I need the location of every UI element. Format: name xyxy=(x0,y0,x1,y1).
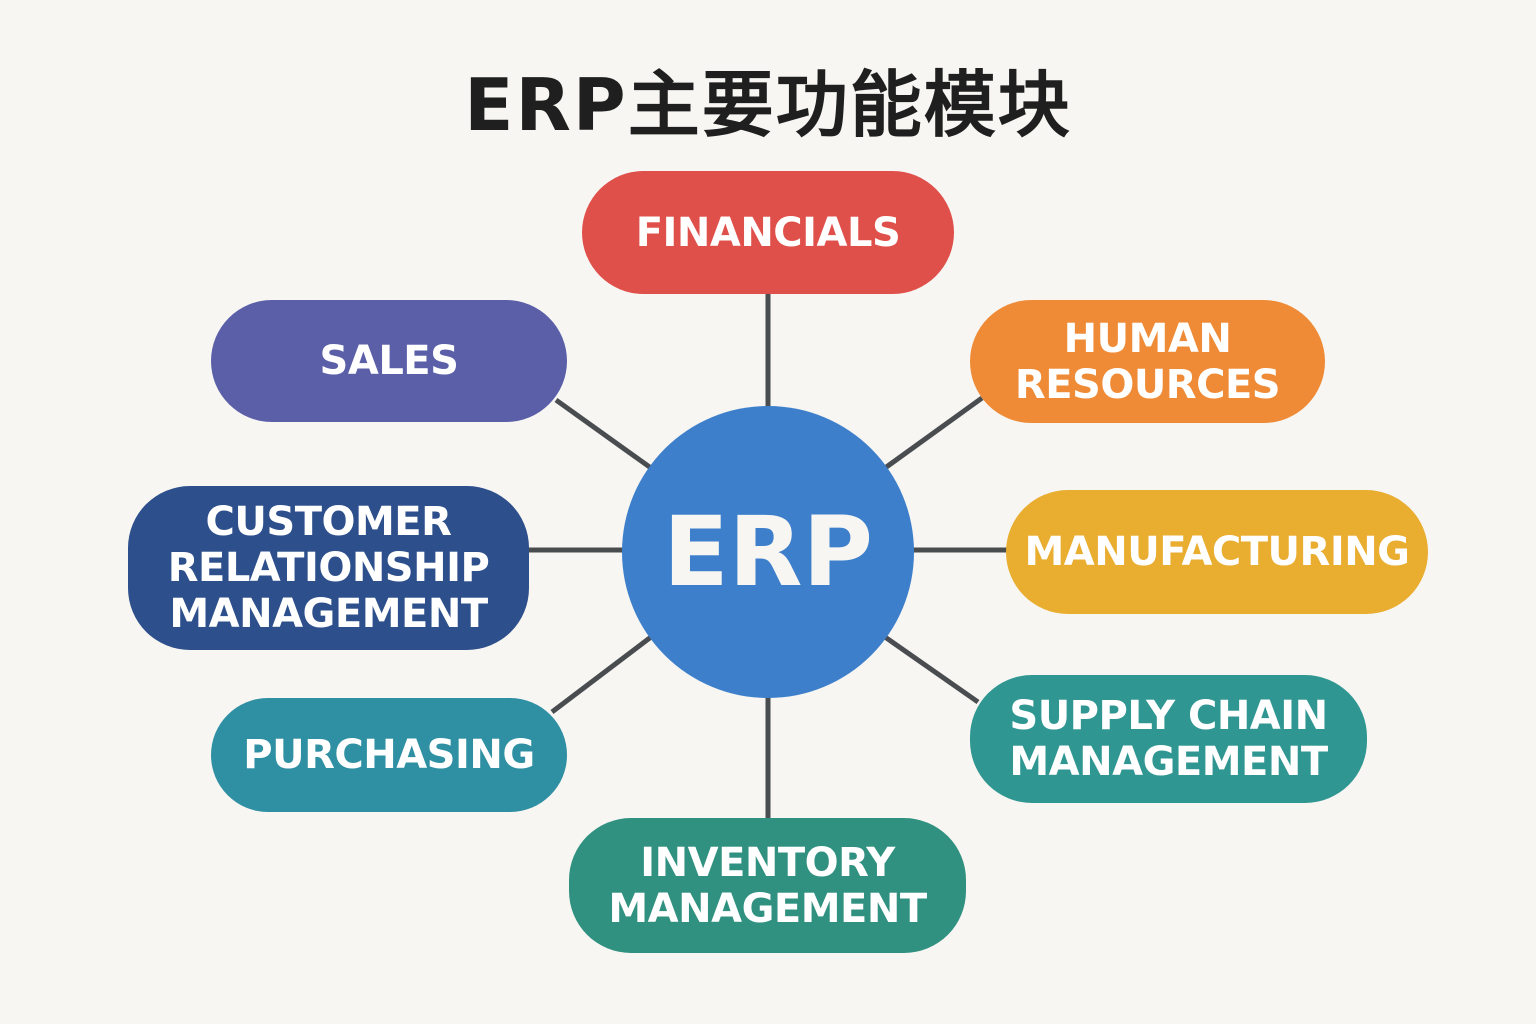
module-financials[interactable]: FINANCIALS xyxy=(582,171,954,294)
module-human-resources[interactable]: HUMAN RESOURCES xyxy=(970,300,1325,423)
erp-center-node[interactable]: ERP xyxy=(622,406,914,698)
connector-human-resources xyxy=(883,395,984,471)
center-label: ERP xyxy=(663,496,873,608)
module-label: SALES xyxy=(319,338,459,384)
connector-sales xyxy=(554,397,653,471)
module-label: HUMAN RESOURCES xyxy=(1014,315,1281,408)
connector-purchasing xyxy=(550,635,653,714)
connector-supply-chain-management xyxy=(883,634,980,705)
module-label: SUPPLY CHAIN MANAGEMENT xyxy=(1009,693,1328,785)
diagram-title: ERP主要功能模块 xyxy=(464,63,1072,147)
module-inventory-management[interactable]: INVENTORY MANAGEMENT xyxy=(569,818,966,953)
module-purchasing[interactable]: PURCHASING xyxy=(211,698,567,812)
module-label: PURCHASING xyxy=(243,732,535,778)
module-sales[interactable]: SALES xyxy=(211,300,567,422)
module-label: FINANCIALS xyxy=(635,209,901,256)
module-customer-relationship-management[interactable]: CUSTOMER RELATIONSHIP MANAGEMENT xyxy=(128,486,529,650)
module-label: INVENTORY MANAGEMENT xyxy=(608,839,927,932)
module-label: MANUFACTURING xyxy=(1024,529,1410,575)
module-supply-chain-management[interactable]: SUPPLY CHAIN MANAGEMENT xyxy=(970,675,1367,803)
module-label: CUSTOMER RELATIONSHIP MANAGEMENT xyxy=(167,499,490,637)
module-manufacturing[interactable]: MANUFACTURING xyxy=(1006,490,1428,614)
